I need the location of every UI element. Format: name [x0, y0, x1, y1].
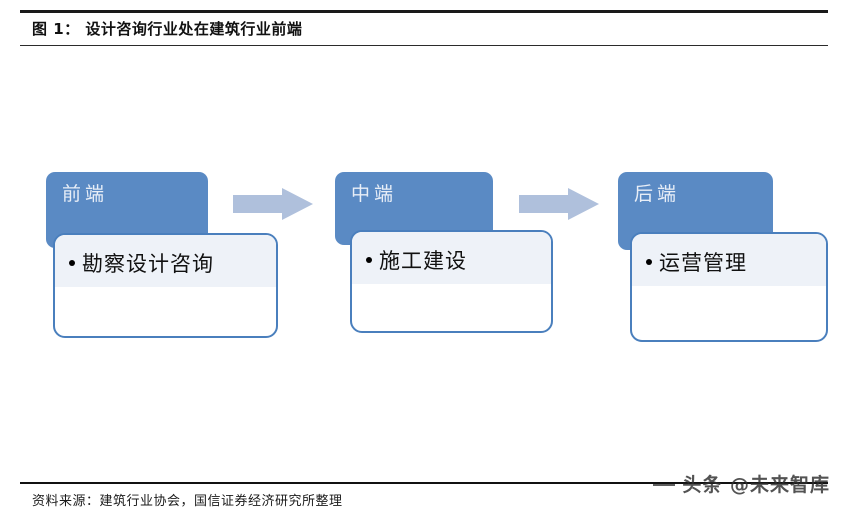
source-note: 资料来源：建筑行业协会，国信证券经济研究所整理	[32, 494, 343, 509]
bullet-icon-front-end	[69, 260, 75, 266]
bullet-icon-back-end	[646, 259, 652, 265]
stage-body-text-mid-end: 施工建设	[366, 244, 541, 278]
stage-group-front-end: 前端 勘察设计咨询	[46, 172, 278, 342]
stage-body-label-front-end: 勘察设计咨询	[82, 252, 214, 276]
header-rule-top	[20, 10, 828, 13]
stage-body-back-end[interactable]: 运营管理	[630, 232, 828, 342]
stage-body-label-back-end: 运营管理	[659, 251, 747, 275]
stage-body-tint-back-end	[632, 234, 826, 286]
stage-group-back-end: 后端 运营管理	[618, 172, 830, 344]
stage-body-label-mid-end: 施工建设	[379, 249, 467, 273]
stage-header-label-back-end: 后端	[634, 183, 681, 205]
stage-body-text-front-end: 勘察设计咨询	[69, 247, 266, 281]
stage-header-label-mid-end: 中端	[351, 183, 398, 205]
bullet-icon-mid-end	[366, 257, 372, 263]
stage-body-text-back-end: 运营管理	[646, 246, 816, 280]
watermark-text: 头条 @未来智库	[682, 474, 830, 496]
stage-body-tint-front-end	[55, 235, 276, 287]
figure-header: 图 1： 设计咨询行业处在建筑行业前端	[20, 10, 828, 46]
figure-title: 图 1： 设计咨询行业处在建筑行业前端	[32, 20, 303, 38]
stage-body-tint-mid-end	[352, 232, 551, 284]
stage-body-front-end[interactable]: 勘察设计咨询	[53, 233, 278, 338]
stage-header-label-front-end: 前端	[62, 183, 109, 205]
stage-group-mid-end: 中端 施工建设	[335, 172, 555, 337]
stage-body-mid-end[interactable]: 施工建设	[350, 230, 553, 333]
watermark-dash-icon	[653, 483, 676, 487]
watermark: 头条 @未来智库	[653, 474, 830, 496]
header-rule-bottom	[20, 45, 828, 46]
footer-rule	[20, 482, 828, 484]
